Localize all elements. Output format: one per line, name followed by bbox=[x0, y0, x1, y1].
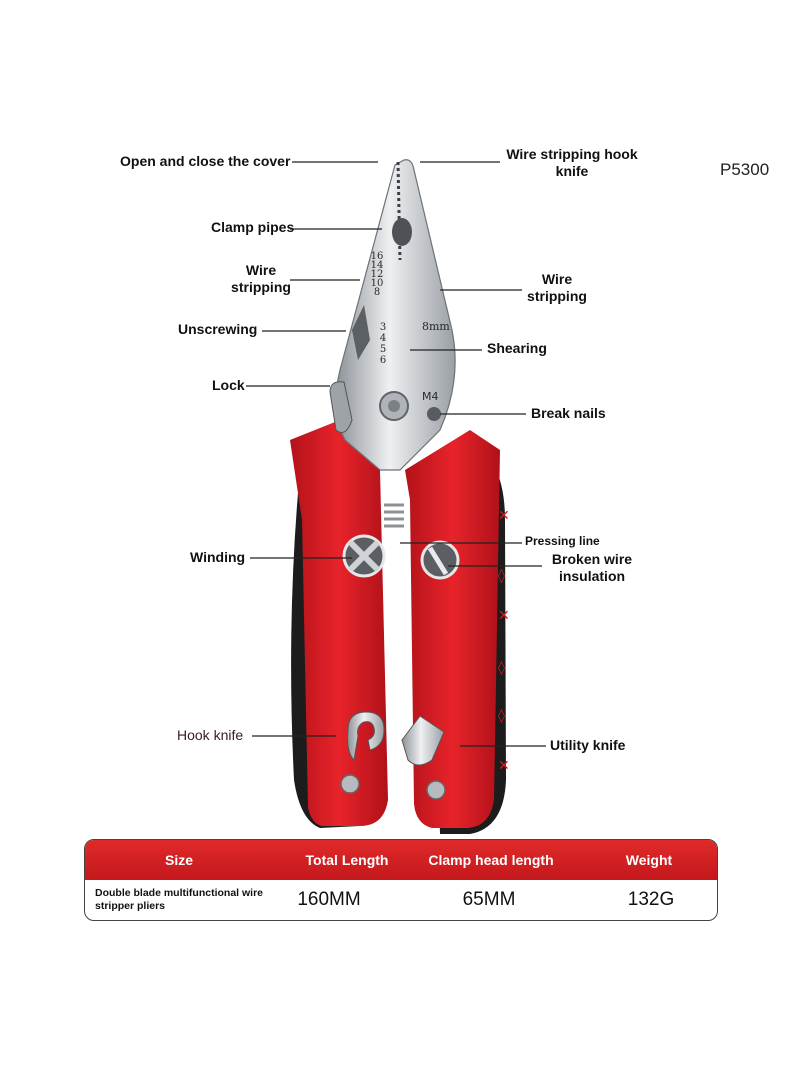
pipe-clamp-notch bbox=[392, 218, 412, 246]
label-break-nails: Break nails bbox=[531, 405, 606, 421]
header-total-length: Total Length bbox=[305, 852, 389, 868]
screw-slot bbox=[352, 305, 370, 360]
gauge-mark: 14 bbox=[370, 260, 384, 271]
spec-table-header: Size Total Length Clamp head length Weig… bbox=[85, 840, 717, 880]
label-hook-knife: Hook knife bbox=[177, 727, 244, 743]
svg-text:✕: ✕ bbox=[498, 758, 510, 774]
header-clamp-head-length: Clamp head length bbox=[428, 852, 554, 868]
hook-knife-blade bbox=[347, 711, 385, 762]
rivet-left bbox=[340, 774, 360, 794]
gauge-mark: 12 bbox=[370, 269, 384, 280]
lock-lever bbox=[329, 381, 353, 433]
nail-breaker-hole bbox=[427, 407, 441, 421]
gauge-mark: 5 bbox=[379, 344, 387, 355]
cell-total-length: 160MM bbox=[297, 889, 361, 910]
spring bbox=[384, 503, 404, 528]
cell-clamp-head-length: 65MM bbox=[462, 889, 516, 910]
gauge-mark: 6 bbox=[379, 355, 387, 366]
gauge-markings-small: 3 4 5 6 bbox=[376, 322, 390, 366]
plier-head bbox=[329, 159, 456, 528]
label-lock: Lock bbox=[212, 377, 245, 393]
svg-text:✕: ✕ bbox=[498, 608, 510, 624]
gauge-mark: 3 bbox=[379, 322, 387, 333]
gauge-mark: 16 bbox=[370, 251, 384, 262]
spec-table: Size Total Length Clamp head length Weig… bbox=[84, 839, 718, 921]
label-clamp-pipes: Clamp pipes bbox=[211, 219, 295, 235]
gauge-mark: 8 bbox=[373, 287, 381, 298]
label-unscrewing: Unscrewing bbox=[178, 321, 258, 337]
spec-table-row: Double blade multifunctional wire stripp… bbox=[85, 880, 717, 920]
cell-size: Double blade multifunctional wire stripp… bbox=[95, 887, 264, 912]
screw-size-mark: M4 bbox=[422, 390, 439, 403]
header-size: Size bbox=[164, 852, 194, 868]
gauge-mark: 10 bbox=[370, 278, 384, 289]
label-wire-stripping-left: Wire stripping bbox=[231, 262, 291, 295]
label-open-close-cover: Open and close the cover bbox=[120, 153, 291, 169]
left-handle bbox=[290, 422, 388, 828]
label-wire-stripping-hook-knife: Wire stripping hook knife bbox=[506, 146, 638, 179]
header-weight: Weight bbox=[625, 852, 673, 868]
rivet-right bbox=[426, 780, 446, 800]
gauge-mark: 4 bbox=[379, 333, 387, 344]
label-shearing: Shearing bbox=[487, 340, 547, 356]
right-handle: ✕ ◊ ✕ ◊ ◊ ✕ bbox=[405, 430, 510, 834]
svg-text:◊: ◊ bbox=[498, 708, 505, 724]
gauge-markings-large: 16 14 12 10 8 bbox=[366, 251, 388, 298]
cut-size-mark: 8mm bbox=[422, 320, 450, 333]
svg-text:◊: ◊ bbox=[498, 568, 505, 584]
product-code: P5300 bbox=[720, 160, 770, 179]
label-utility-knife: Utility knife bbox=[550, 737, 626, 753]
label-pressing-line: Pressing line bbox=[525, 534, 600, 548]
label-winding: Winding bbox=[190, 549, 246, 565]
svg-text:✕: ✕ bbox=[498, 508, 510, 524]
utility-knife-blade bbox=[401, 715, 445, 766]
svg-text:◊: ◊ bbox=[498, 660, 505, 676]
label-broken-wire-insulation: Broken wire insulation bbox=[551, 551, 633, 584]
cell-weight: 132G bbox=[627, 889, 675, 910]
label-wire-stripping-right: Wire stripping bbox=[527, 271, 587, 304]
